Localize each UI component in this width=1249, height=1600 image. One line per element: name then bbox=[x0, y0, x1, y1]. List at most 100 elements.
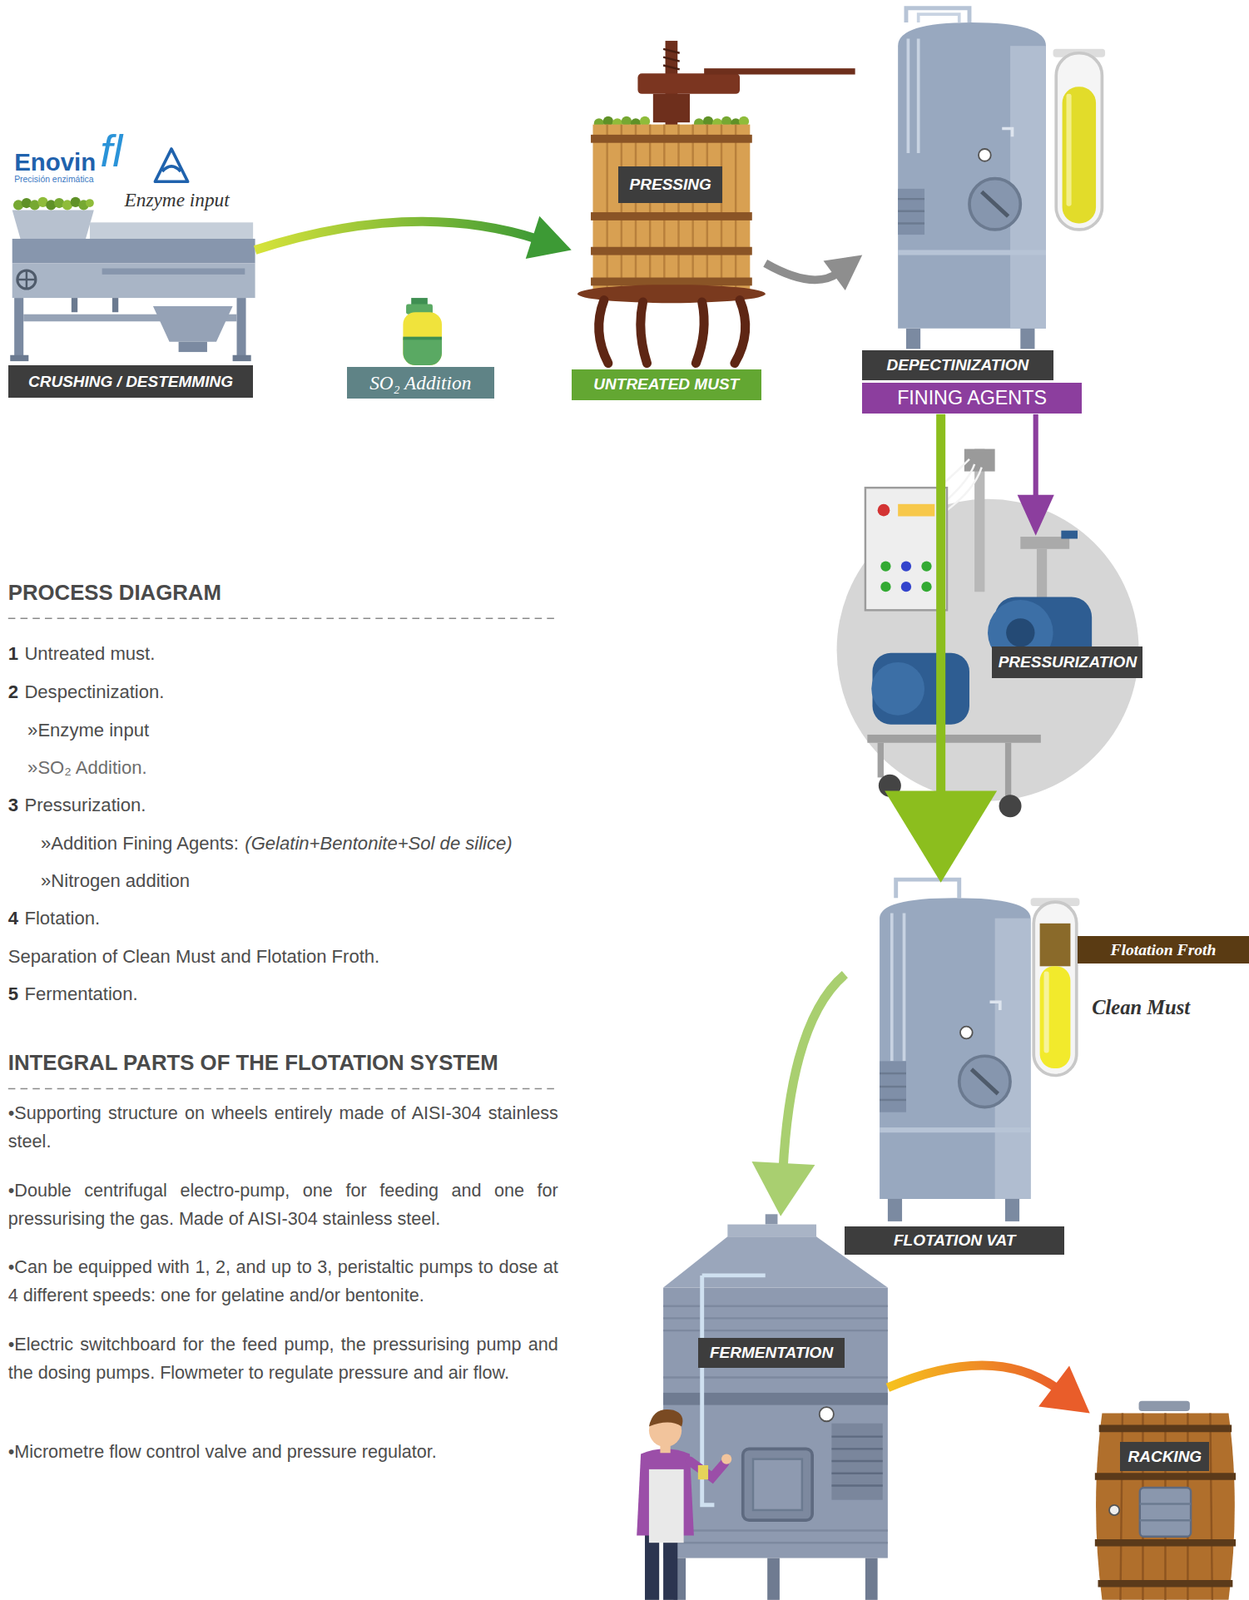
steel-tank-part bbox=[1001, 128, 1012, 138]
flow-arrow bbox=[255, 216, 572, 259]
fermentation-tank-part bbox=[663, 1306, 888, 1544]
steel-tank-part bbox=[1062, 86, 1096, 224]
flow-arrow bbox=[884, 414, 997, 883]
step-text: Despectinization. bbox=[24, 681, 164, 704]
wine-press-part bbox=[590, 277, 753, 287]
stage-label: FINING AGENTS bbox=[862, 382, 1082, 414]
crusher-machine-part bbox=[14, 297, 24, 360]
steel-tank-part bbox=[897, 249, 1046, 255]
steel-tank-part bbox=[897, 222, 925, 224]
steel-tank-part bbox=[897, 198, 925, 200]
steel-tank-part bbox=[897, 188, 925, 235]
pressurization-unit-part bbox=[871, 662, 925, 716]
step-subitem: »SO₂ Addition. bbox=[27, 757, 147, 779]
arrow-head bbox=[751, 1161, 815, 1217]
flotation-tank bbox=[879, 879, 1080, 1222]
list-row: »Addition Fining Agents:(Gelatin+Bentoni… bbox=[40, 832, 513, 855]
flotation-tank-part bbox=[971, 1069, 998, 1094]
step-text: »Nitrogen addition bbox=[40, 870, 190, 893]
process-stage: DEPECTINIZATIONFINING AGENTS bbox=[862, 4, 1105, 415]
gas-bottle bbox=[402, 297, 442, 366]
wine-press-part bbox=[590, 247, 753, 256]
fermentation-tank-part-part bbox=[831, 1472, 883, 1475]
wine-press-part bbox=[653, 94, 690, 123]
steel-tank-part bbox=[1065, 94, 1071, 207]
steel-tank-part bbox=[1020, 328, 1035, 350]
flotation-tank-part bbox=[879, 1072, 907, 1075]
fermentation-tank-part-part bbox=[663, 1529, 888, 1532]
oak-barrel-part bbox=[1120, 1412, 1212, 1600]
pressurization-unit-part bbox=[880, 560, 891, 571]
step-number: 1 bbox=[8, 643, 19, 665]
flotation-tank-part bbox=[887, 1199, 903, 1222]
dashed-rule bbox=[8, 617, 559, 619]
oak-barrel-part-part bbox=[1095, 1539, 1236, 1547]
arrow-shaft bbox=[887, 1365, 1060, 1391]
input-note: Enzyme input bbox=[124, 188, 230, 212]
list-row: »Enzyme input bbox=[27, 719, 149, 742]
fermentation-tank-part-part bbox=[663, 1329, 888, 1332]
fermentation-tank-part bbox=[831, 1437, 883, 1487]
arrow-shaft bbox=[1033, 414, 1039, 501]
stage-label: SO₂ Addition bbox=[346, 366, 495, 399]
list-row: 5Fermentation. bbox=[8, 983, 139, 1006]
flow-arrow bbox=[887, 1365, 1091, 1414]
step-number: 5 bbox=[8, 983, 19, 1006]
pressurization-unit-part bbox=[946, 467, 982, 511]
step-text: Pressurization. bbox=[24, 794, 146, 817]
fermentation-tank-part-part bbox=[663, 1317, 888, 1319]
steel-tank-part bbox=[906, 328, 921, 350]
wine-press-part-part bbox=[663, 124, 665, 293]
list-row: »SO₂ Addition. bbox=[27, 757, 147, 779]
list-row: 4Flotation. bbox=[8, 907, 100, 930]
process-stage: FLOTATION VAT bbox=[844, 882, 1076, 1258]
section-heading: PROCESS DIAGRAM bbox=[8, 580, 222, 606]
flotation-tank-part bbox=[960, 1026, 973, 1040]
list-row: 1Untreated must. bbox=[8, 643, 156, 665]
flotation-tank-part bbox=[896, 879, 960, 898]
wine-press-part bbox=[599, 300, 746, 364]
step-number: 2 bbox=[8, 681, 19, 704]
fermentation-tank-part bbox=[819, 1407, 834, 1422]
crusher-machine-part bbox=[153, 306, 233, 342]
step-number: 3 bbox=[8, 794, 19, 817]
crusher-machine bbox=[9, 197, 255, 362]
wine-press-part-part bbox=[691, 124, 694, 293]
pressurization-unit-part bbox=[1060, 530, 1078, 540]
spec-paragraph: •Can be equipped with 1, 2, and up to 3,… bbox=[8, 1253, 559, 1311]
crusher-machine-part bbox=[12, 210, 95, 239]
spec-paragraph: •Micrometre flow control valve and press… bbox=[8, 1437, 559, 1467]
pressurization-unit-part bbox=[877, 504, 891, 517]
pressurization-unit bbox=[837, 449, 1140, 818]
fermentation-tank-part-part bbox=[663, 1541, 888, 1544]
stage-label: FERMENTATION bbox=[698, 1338, 846, 1369]
step-text: »Addition Fining Agents: bbox=[40, 832, 239, 855]
arrow-head bbox=[1017, 495, 1055, 536]
stage-label: UNTREATED MUST bbox=[571, 369, 762, 401]
process-stage: RACKING bbox=[1090, 1399, 1240, 1600]
wine-press-part-part bbox=[634, 124, 637, 293]
flotation-tank-part bbox=[902, 913, 907, 1062]
flotation-tank-part bbox=[890, 913, 894, 1062]
fermentation-tank-part bbox=[831, 1423, 883, 1501]
wine-press-part-part bbox=[677, 124, 680, 293]
stage-label: CRUSHING / DESTEMMING bbox=[8, 365, 253, 398]
pressurization-unit-part bbox=[1006, 618, 1035, 647]
steel-tank-part bbox=[918, 14, 960, 23]
arrow-shaft bbox=[936, 414, 946, 805]
step-text: Flotation. bbox=[24, 907, 100, 930]
list-row: »Nitrogen addition bbox=[40, 870, 190, 893]
fermentation-tank-part-part bbox=[663, 1376, 888, 1378]
pressurization-unit-part bbox=[1036, 549, 1047, 600]
arrow-head bbox=[884, 790, 997, 883]
fermentation-tank-part-part bbox=[831, 1435, 883, 1438]
pressurization-unit-part bbox=[1005, 743, 1012, 797]
fermentation-tank-part bbox=[702, 1273, 766, 1278]
fermentation-tank-part-part bbox=[831, 1460, 883, 1463]
wine-press-part bbox=[663, 57, 680, 62]
steel-tank-part bbox=[916, 39, 921, 154]
layer-note: Clean Must bbox=[1091, 996, 1190, 1020]
wine-press-part bbox=[703, 68, 855, 75]
